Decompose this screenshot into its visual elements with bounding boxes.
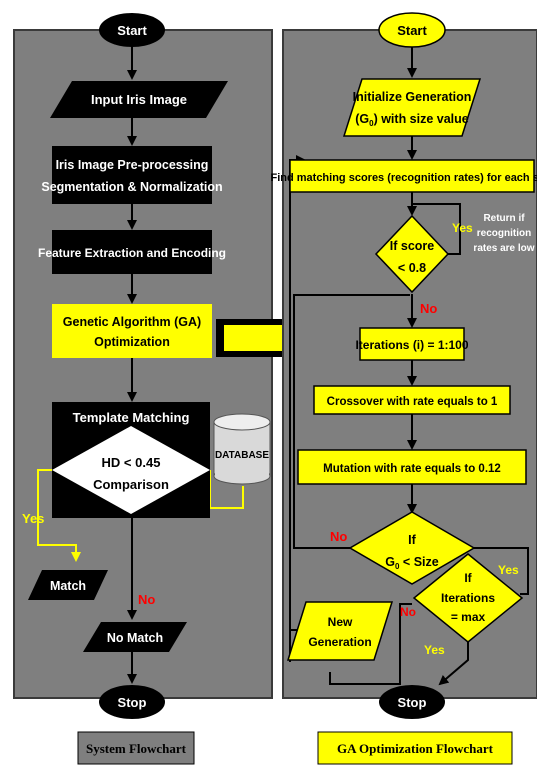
system-flowchart-caption: System Flowchart (86, 741, 187, 756)
ga-flowchart-caption: GA Optimization Flowchart (337, 741, 494, 756)
find-matching-scores-label: Find matching scores (recognition rates)… (270, 172, 537, 184)
iterations-box (359, 327, 465, 361)
database-cylinder (213, 413, 271, 485)
new-generation-box (286, 601, 394, 661)
if-g0-line2: G0 < Size (385, 555, 438, 571)
find-matching-scores-box (289, 159, 535, 193)
left-start-label: Start (117, 23, 147, 38)
if-iterations-yes-label: Yes (424, 643, 445, 657)
if-g0-line1: If (408, 533, 416, 547)
left-stop-terminal (99, 685, 165, 719)
mutation-box (297, 449, 527, 485)
match-box (28, 570, 108, 600)
preprocessing-label-line1: Iris Image Pre-processing (56, 158, 209, 172)
ga-optimization-label-line1: Genetic Algorithm (GA) (63, 315, 201, 329)
template-matching-label: Template Matching (73, 410, 190, 425)
if-score-line2: < 0.8 (398, 261, 426, 275)
if-iterations-line1: If (464, 571, 472, 585)
initialize-generation-line1: Initialize Generation (353, 90, 472, 104)
ga-optimization-box (52, 304, 212, 358)
left-stop-label: Stop (118, 695, 147, 710)
crossover-label: Crossover with rate equals to 1 (327, 396, 498, 408)
ga-optimization-label-line2: Optimization (94, 335, 170, 349)
no-match-box (83, 622, 187, 652)
system-flowchart-caption-box (77, 731, 195, 765)
mutation-label: Mutation with rate equals to 0.12 (323, 463, 501, 475)
left-yes-label: Yes (22, 511, 44, 526)
if-iterations-line2: Iterations (441, 591, 495, 605)
iterations-label: Iterations (i) = 1:100 (355, 338, 468, 352)
database-label: DATABASE (215, 450, 269, 461)
initialize-generation-line2: (G0) with size value (355, 112, 469, 128)
ga-flowchart-caption-box (317, 731, 513, 765)
feature-extraction-label: Feature Extraction and Encoding (38, 246, 226, 260)
left-no-label: No (138, 592, 155, 607)
no-match-label: No Match (107, 631, 163, 645)
hd-comparison-decision (52, 426, 210, 514)
score-yes-label: Yes (452, 221, 473, 235)
if-iterations-line3: = max (451, 610, 486, 624)
if-score-line1: If score (390, 239, 435, 253)
score-no-label: No (420, 301, 437, 316)
new-generation-line1: New (328, 615, 353, 629)
match-label: Match (50, 579, 86, 593)
crossover-box (313, 385, 511, 415)
return-note-line3: rates are low (473, 243, 534, 254)
right-start-terminal (378, 12, 446, 48)
if-g0-no-label: No (330, 529, 347, 544)
return-note-line2: recognition (477, 228, 531, 239)
input-iris-image-box (50, 81, 228, 118)
preprocessing-box (52, 146, 212, 204)
hd-comparison-line1: HD < 0.45 (102, 455, 161, 470)
hd-comparison-line2: Comparison (93, 477, 169, 492)
initialize-generation-box (342, 78, 482, 137)
right-start-label: Start (397, 23, 427, 38)
if-iterations-max-decision (412, 553, 524, 643)
return-note-line1: Return if (483, 213, 525, 224)
if-score-decision (374, 214, 450, 294)
feature-extraction-box (52, 230, 212, 274)
input-iris-image-label: Input Iris Image (91, 92, 187, 107)
if-g0-size-decision (348, 511, 476, 585)
if-g0-yes-label: Yes (498, 563, 519, 577)
if-iterations-no-label: No (400, 605, 416, 619)
new-generation-line2: Generation (308, 635, 371, 649)
left-start-terminal (99, 13, 165, 47)
right-stop-terminal (379, 685, 445, 719)
right-stop-label: Stop (398, 695, 427, 710)
preprocessing-label-line2: Segmentation & Normalization (41, 180, 222, 194)
